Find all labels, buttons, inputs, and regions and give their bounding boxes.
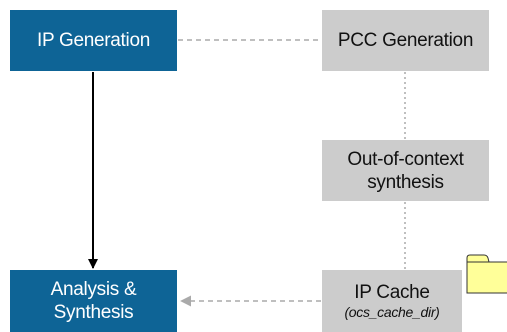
- ip-cache-label: IP Cache: [354, 282, 430, 303]
- pcc-generation-label: PCC Generation: [337, 30, 474, 51]
- ip-cache-subtitle: (ocs_cache_dir): [344, 304, 440, 320]
- analysis-synthesis-label-line1: Analysis &: [50, 279, 137, 300]
- ip-generation-label: IP Generation: [37, 30, 150, 51]
- ooc-synthesis-label-line1: Out-of-context: [347, 148, 464, 170]
- out-of-context-synthesis-node: Out-of-context synthesis: [322, 140, 489, 201]
- pcc-generation-node: PCC Generation: [322, 10, 489, 71]
- analysis-synthesis-node: Analysis & Synthesis: [10, 270, 177, 332]
- ip-generation-node: IP Generation: [10, 10, 177, 71]
- analysis-synthesis-label-line2: Synthesis: [53, 302, 134, 323]
- ooc-synthesis-label-line2: synthesis: [367, 171, 444, 193]
- folder-icon: [466, 254, 507, 294]
- ip-cache-node: IP Cache (ocs_cache_dir): [322, 270, 462, 332]
